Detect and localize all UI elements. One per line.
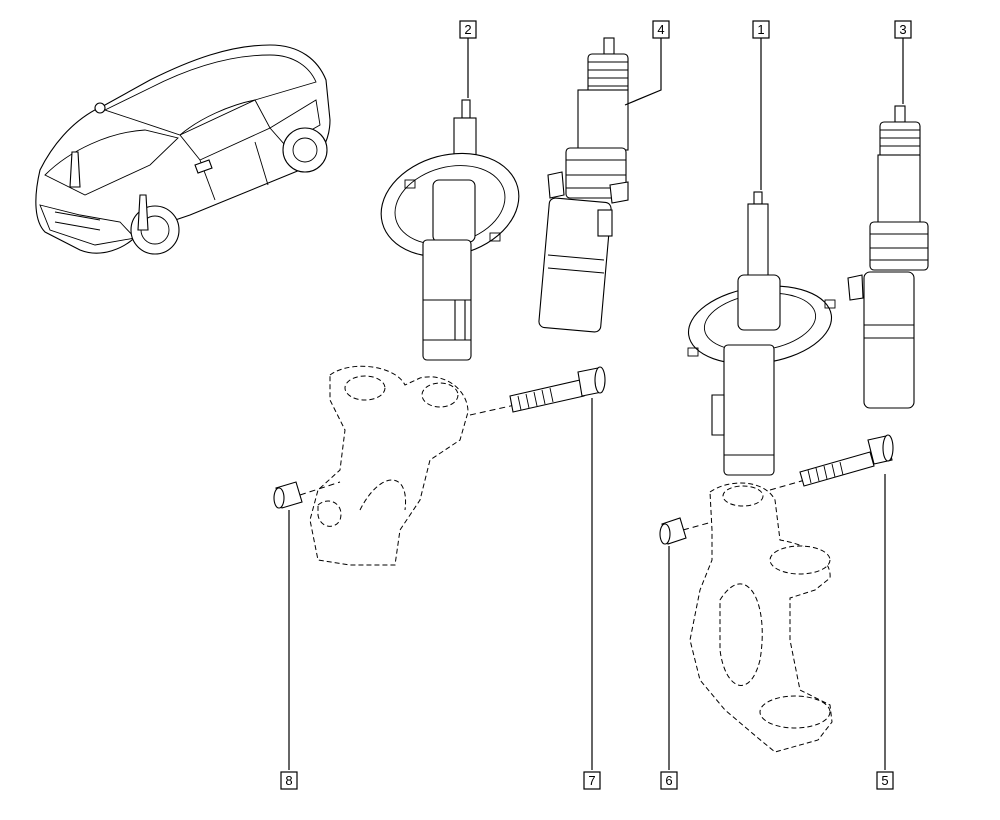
bolt-7	[469, 366, 606, 416]
callout-7: 7	[583, 771, 601, 790]
steering-knuckle-left	[309, 365, 469, 566]
strut-assembly-4	[538, 37, 629, 333]
callout-6-label: 6	[665, 773, 672, 788]
callout-8: 8	[280, 771, 298, 790]
car-illustration	[35, 44, 331, 255]
strut-assembly-2	[380, 99, 520, 361]
callout-1: 1	[752, 20, 770, 39]
callout-2: 2	[459, 20, 477, 39]
callout-6: 6	[660, 771, 678, 790]
callout-3-label: 3	[899, 22, 906, 37]
strut-assembly-1	[687, 191, 836, 476]
callout-4: 4	[652, 20, 670, 39]
steering-knuckle-right	[689, 482, 833, 753]
leader-lines	[288, 38, 904, 770]
nut-8	[273, 481, 341, 509]
strut-assembly-3	[847, 105, 929, 409]
callout-2-label: 2	[464, 22, 471, 37]
callout-8-label: 8	[285, 773, 292, 788]
callout-5: 5	[876, 771, 894, 790]
callout-1-label: 1	[757, 22, 764, 37]
bolt-5	[769, 434, 894, 491]
callout-7-label: 7	[588, 773, 595, 788]
callout-5-label: 5	[881, 773, 888, 788]
callout-3: 3	[894, 20, 912, 39]
callout-4-label: 4	[657, 22, 664, 37]
nut-6	[659, 517, 713, 545]
